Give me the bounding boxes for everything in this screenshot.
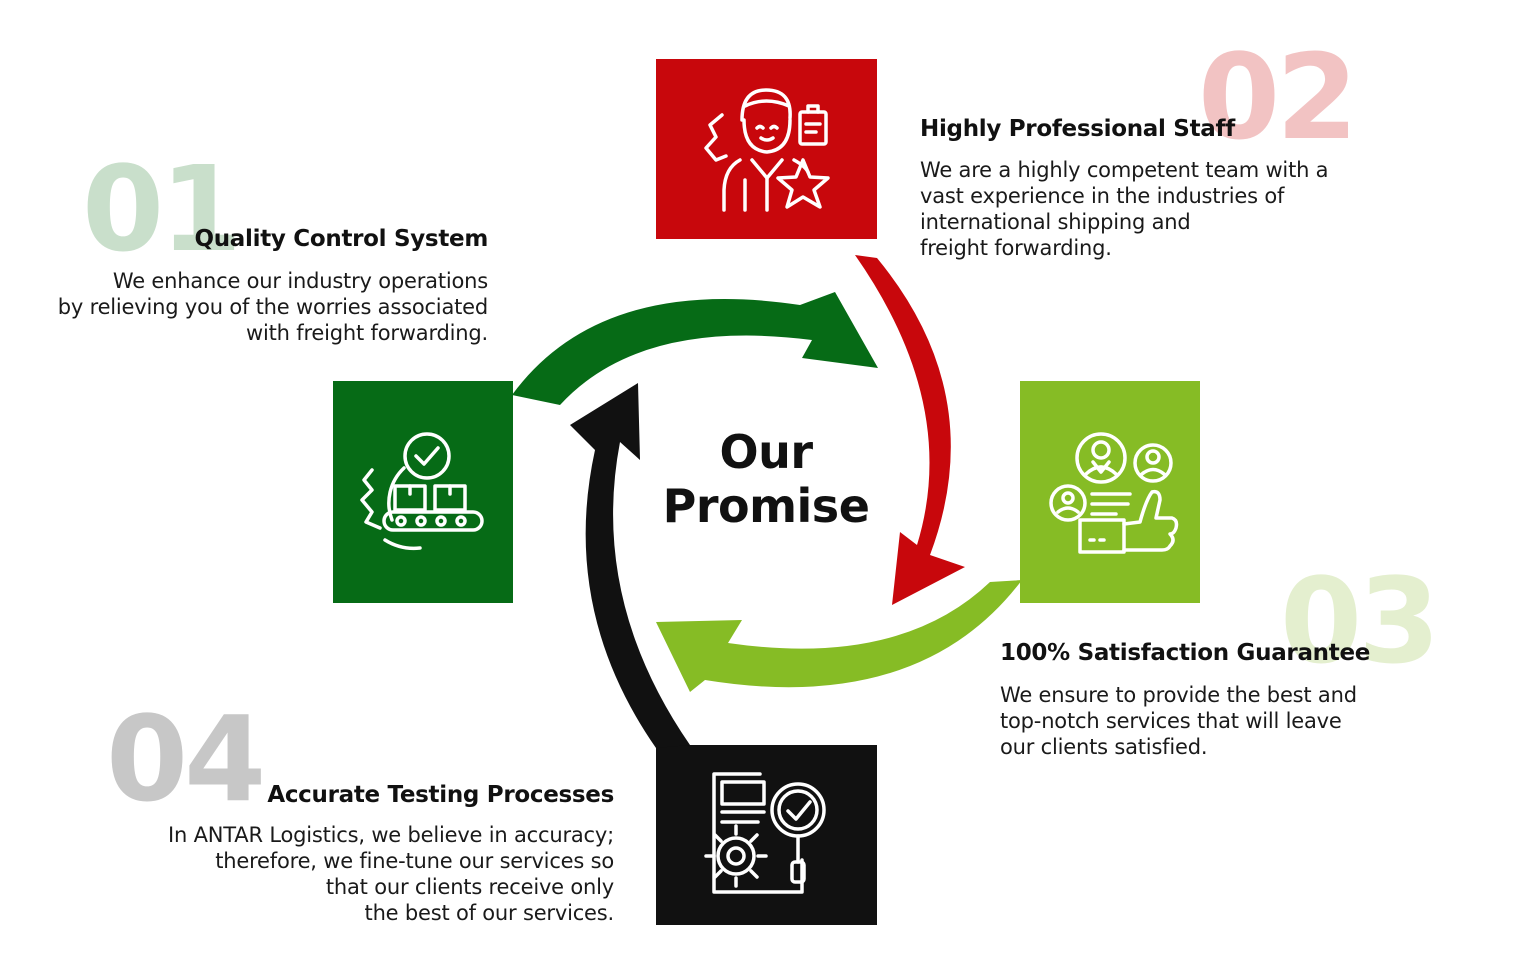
step-03-description-line: top-notch services that will leave <box>1000 709 1342 733</box>
center-label-line2: Promise <box>662 479 870 533</box>
arrow-black <box>570 383 690 748</box>
step-02-number: 02 <box>1198 28 1358 166</box>
step-02-description-line: international shipping and <box>920 210 1191 234</box>
step-01-title: Quality Control System <box>194 226 488 252</box>
step-04-description-line: the best of our services. <box>364 901 615 925</box>
step-04-description-line: In ANTAR Logistics, we believe in accura… <box>168 823 614 847</box>
step-04-title: Accurate Testing Processes <box>267 782 614 808</box>
step-01-number: 01 <box>82 140 242 278</box>
step-01-description-line: with freight forwarding. <box>246 321 488 345</box>
step-03-title: 100% Satisfaction Guarantee <box>1000 640 1371 666</box>
step-01-description: We enhance our industry operations by re… <box>58 268 488 346</box>
step-04-description: In ANTAR Logistics, we believe in accura… <box>168 822 614 926</box>
step-02-description-line: We are a highly competent team with a <box>920 158 1329 182</box>
step-03-description-line: We ensure to provide the best and <box>1000 683 1357 707</box>
professional-staff-star-icon <box>704 88 830 212</box>
step-02-title: Highly Professional Staff <box>920 116 1235 142</box>
step-02-description-line: freight forwarding. <box>920 236 1112 260</box>
step-01-description-line: by relieving you of the worries associat… <box>57 295 488 319</box>
step-02-description: We are a highly competent team with a va… <box>920 157 1329 261</box>
step-01-description-line: We enhance our industry operations <box>112 269 488 293</box>
box-satisfaction <box>1020 381 1200 603</box>
step-03-description-line: our clients satisfied. <box>1000 735 1208 759</box>
step-04-number: 04 <box>106 690 266 828</box>
testing-document-magnifier-icon <box>704 772 826 894</box>
box-quality-control <box>333 381 513 603</box>
center-label-line1: Our <box>719 425 813 479</box>
arrow-green-light <box>656 580 1022 692</box>
step-04-description-line: therefore, we fine-tune our services so <box>215 849 614 873</box>
box-testing <box>656 745 877 925</box>
box-professional-staff <box>656 59 877 239</box>
arrow-red <box>855 255 965 605</box>
arrow-green-dark <box>512 292 878 405</box>
step-04-description-line: that our clients receive only <box>325 875 614 899</box>
satisfaction-thumbs-up-icon <box>1049 432 1179 554</box>
quality-control-gear-conveyor-icon <box>360 432 484 551</box>
step-02-description-line: vast experience in the industries of <box>920 184 1285 208</box>
step-03-description: We ensure to provide the best and top-no… <box>1000 682 1357 760</box>
center-label: Our Promise <box>646 425 886 533</box>
step-03-number: 03 <box>1280 552 1440 690</box>
